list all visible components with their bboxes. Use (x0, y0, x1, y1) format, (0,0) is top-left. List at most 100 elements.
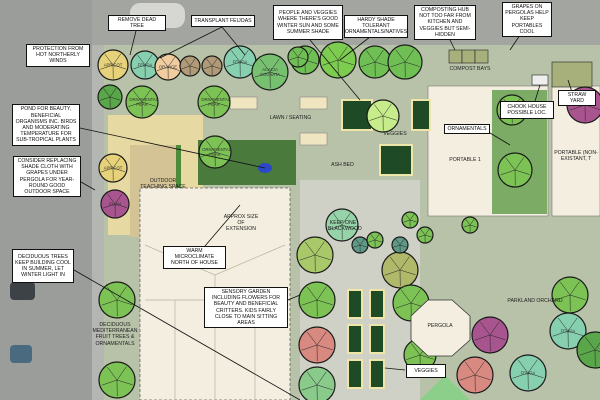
aerial-street (0, 0, 92, 400)
tree-branch (560, 281, 571, 296)
tree-branch (269, 71, 286, 78)
tree-branch (133, 90, 143, 103)
tree-branch (552, 330, 569, 337)
tree-branch (316, 384, 333, 391)
tree-branch (103, 88, 111, 98)
tree-branch (201, 151, 216, 157)
tree-branch (301, 299, 318, 306)
tree-branch (424, 234, 432, 238)
tree-branch (213, 90, 223, 103)
area-ash-bed: Ash bed (331, 162, 354, 168)
area-pergola: Pergola (427, 323, 453, 329)
tree-branch (333, 213, 343, 226)
tree-branch (211, 65, 221, 69)
tree-branch (419, 354, 434, 360)
tree-branch (463, 224, 471, 228)
tree-branch (328, 46, 339, 61)
tree-branch (404, 61, 420, 67)
callout-shade-cloth: Consider replacing shade cloth with grap… (13, 156, 81, 198)
tree-branch (500, 169, 516, 176)
tree-branch (409, 219, 417, 223)
tree-branch (214, 140, 224, 153)
callout-pond: Pond for beauty, beneficial organisms in… (12, 104, 80, 146)
tree-branch (366, 50, 376, 63)
seat (299, 132, 328, 146)
callout-ornamentals: Ornamentals (444, 124, 490, 135)
tree-branch (465, 219, 471, 226)
tree-branch (474, 334, 491, 341)
tree-branch (301, 344, 318, 351)
tree-branch (527, 372, 544, 379)
tree-label: Feijoa (232, 59, 248, 65)
area-deciduous-med: Deciduous mediterranean fruit trees & or… (92, 322, 138, 347)
tree-branch (116, 366, 127, 381)
parked-car (10, 282, 35, 300)
callout-hardy-shade: Hardy shade tolerant ornamentals/natives (344, 15, 408, 38)
tree-branch (269, 58, 280, 73)
veggie-bed (369, 289, 385, 319)
tree-branch (337, 46, 348, 61)
tree-branch (382, 115, 397, 121)
tree-branch (116, 299, 133, 306)
tree-branch (480, 321, 491, 336)
tree-branch (99, 96, 111, 101)
tree-branch (465, 361, 476, 376)
tree-branch (184, 58, 191, 67)
tree-branch (369, 115, 384, 121)
tree-branch (160, 57, 169, 68)
callout-deciduous-trees: Deciduous trees keep building cool in su… (12, 249, 74, 283)
tree-branch (337, 59, 354, 66)
tree-branch (102, 203, 116, 209)
tree-branch (239, 50, 249, 63)
tree-branch (459, 374, 476, 381)
tree-branch (469, 224, 477, 228)
tree-branch (554, 294, 571, 301)
tree-branch (305, 241, 316, 256)
tree-branch (132, 64, 146, 70)
tree-branch (292, 49, 299, 58)
veggie-bed (369, 324, 385, 354)
tree-branch (569, 281, 580, 296)
parked-car (10, 345, 32, 363)
tree-branch (474, 361, 485, 376)
chook-house (531, 74, 549, 86)
tree-branch (316, 344, 333, 351)
tree-branch (101, 299, 118, 306)
tree-branch (361, 61, 376, 67)
tree-branch (189, 58, 196, 67)
callout-composting-hub: Composting hub not too far from kitchen … (414, 5, 476, 41)
tree-branch (374, 233, 380, 241)
tree-branch (585, 336, 596, 351)
tree-branch (399, 238, 405, 246)
tree-branch (107, 286, 118, 301)
callout-warm-microclimate: Warm microclimate north of house (163, 246, 226, 269)
callout-remove-dead-tree: Remove dead tree (108, 15, 166, 32)
area-lawn-seating: Lawn / seating (269, 115, 312, 121)
tree-label: Apricot (103, 62, 123, 68)
tree-label: Ornamental pear (201, 97, 230, 107)
straw-yard (551, 61, 593, 88)
tree-branch (405, 214, 411, 221)
tree-branch (226, 61, 241, 67)
callout-transplant-feijoas: Transplant feijoas (191, 15, 255, 27)
tree-branch (307, 331, 318, 346)
area-compost-bays: Compost bays (449, 66, 491, 72)
tree-branch (289, 56, 299, 61)
tree-branch (203, 65, 213, 70)
tree-branch (374, 104, 384, 117)
tree-branch (409, 213, 415, 221)
callout-people-veggies: People and veggies where there's good wi… (273, 5, 343, 40)
tree-branch (567, 330, 584, 337)
area-outdoor-teaching: Outdoor teaching space (140, 178, 186, 191)
tree-branch (105, 157, 114, 169)
tree-branch (107, 193, 116, 205)
tree-branch (420, 229, 426, 236)
tree-branch (137, 54, 146, 66)
tree-branch (567, 317, 578, 332)
tree-branch (141, 90, 151, 103)
tree-branch (316, 286, 327, 301)
tree-branch (211, 58, 218, 67)
tree-branch (109, 96, 121, 101)
tree-label: Feijoa (560, 328, 576, 334)
